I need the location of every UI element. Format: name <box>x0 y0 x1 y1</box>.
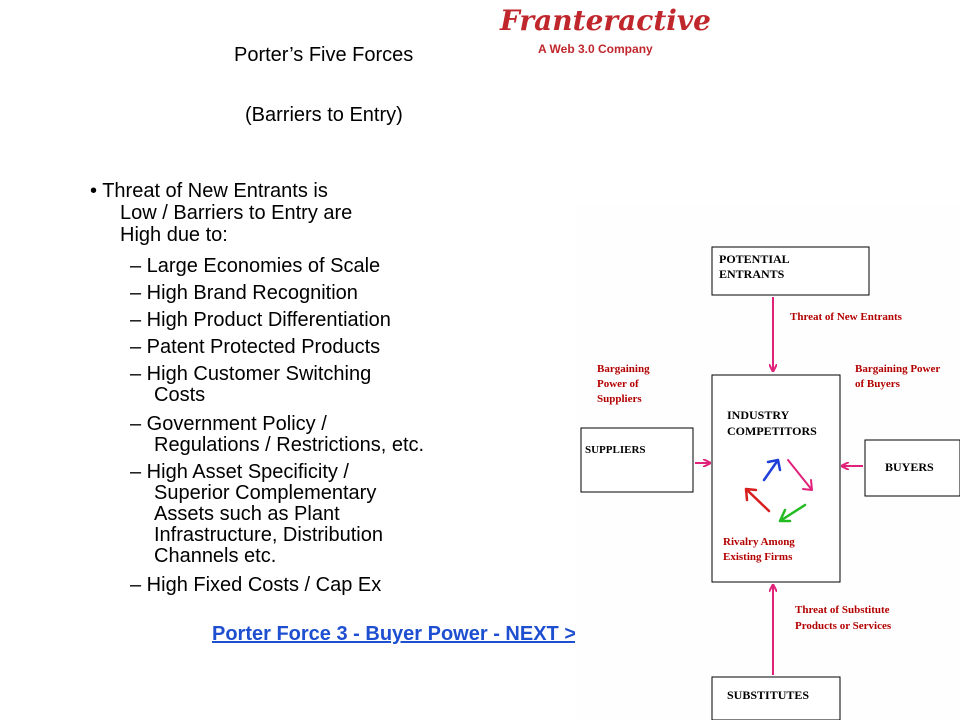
rivalry-label: Rivalry Among <box>723 536 795 548</box>
barrier-item: – Patent Protected Products <box>130 337 380 358</box>
barrier-item: – High Fixed Costs / Cap Ex <box>130 575 381 596</box>
potential-entrants-label: POTENTIAL <box>719 252 790 266</box>
threat-substitutes-label: Threat of Substitute <box>795 604 890 616</box>
bullet-line: High due to: <box>120 224 228 246</box>
rivalry-label: Existing Firms <box>723 551 793 563</box>
industry-label: INDUSTRY <box>727 408 790 422</box>
barrier-item: – High Product Differentiation <box>130 310 391 331</box>
barrier-item-line: Assets such as Plant <box>154 503 340 525</box>
barrier-item-line: Costs <box>154 384 206 406</box>
potential-entrants-label: ENTRANTS <box>719 267 785 281</box>
logo-tagline: A Web 3.0 Company <box>538 42 653 56</box>
logo-wordmark: Franteractive <box>500 4 711 37</box>
barrier-item: – High Brand Recognition <box>130 283 358 304</box>
barrier-item-line: Superior Complementary <box>154 482 377 504</box>
page-title: Porter’s Five Forces <box>234 44 414 66</box>
barrier-item-line: Infrastructure, Distribution <box>154 524 383 546</box>
bullet-line: • Threat of New Entrants is <box>90 180 328 202</box>
five-forces-diagram: POTENTIAL ENTRANTS INDUSTRY COMPETITORS … <box>575 205 960 720</box>
barrier-item-line: Channels etc. <box>154 545 277 567</box>
substitutes-box <box>711 676 841 720</box>
barrier-item-line: Regulations / Restrictions, etc. <box>154 434 425 456</box>
barrier-item-line: – High Brand Recognition <box>130 282 358 304</box>
bargaining-suppliers-label: Power of <box>597 378 639 390</box>
bargaining-suppliers-label: Suppliers <box>597 393 642 405</box>
barrier-item: – High Asset Specificity /Superior Compl… <box>130 462 383 567</box>
bargaining-suppliers-label: Bargaining <box>597 363 650 375</box>
bargaining-buyers-label: Bargaining Power <box>855 363 940 375</box>
barrier-item: – Government Policy /Regulations / Restr… <box>130 414 424 456</box>
franteractive-logo: Franteractive A Web 3.0 Company <box>500 4 711 60</box>
buyers-box <box>864 439 960 497</box>
barrier-item-line: – Large Economies of Scale <box>130 255 381 277</box>
barrier-item-line: – Patent Protected Products <box>130 336 381 358</box>
barrier-item: – Large Economies of Scale <box>130 256 380 277</box>
bullet-line: Low / Barriers to Entry are <box>120 202 353 224</box>
page-subtitle: (Barriers to Entry) <box>245 104 403 126</box>
barrier-item-line: – High Product Differentiation <box>130 309 391 331</box>
barrier-item-line: – High Customer Switching <box>130 363 372 385</box>
threat-substitutes-label: Products or Services <box>795 620 892 632</box>
substitutes-label: SUBSTITUTES <box>727 688 809 702</box>
rivalry-rotation-arrows-icon <box>744 458 813 523</box>
industry-competitors-box <box>711 374 841 583</box>
barrier-item-line: – High Asset Specificity / <box>130 461 349 483</box>
industry-label: COMPETITORS <box>727 424 817 438</box>
buyers-label: BUYERS <box>885 460 934 474</box>
suppliers-box <box>580 427 694 493</box>
suppliers-label: SUPPLIERS <box>585 444 646 456</box>
barrier-item-line: – High Fixed Costs / Cap Ex <box>130 574 382 596</box>
next-page-link[interactable]: Porter Force 3 - Buyer Power - NEXT >> <box>212 623 588 645</box>
threat-new-entrants-label: Threat of New Entrants <box>790 311 903 323</box>
main-bullet: • Threat of New Entrants is Low / Barrie… <box>90 180 430 246</box>
bargaining-buyers-label: of Buyers <box>855 378 901 390</box>
barrier-item-line: – Government Policy / <box>130 413 327 435</box>
potential-entrants-box <box>711 246 870 296</box>
